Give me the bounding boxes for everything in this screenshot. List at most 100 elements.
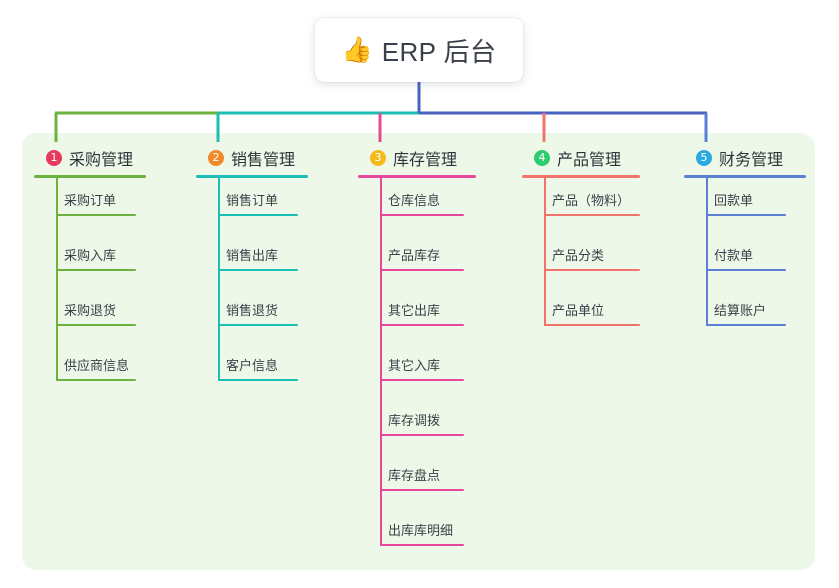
leaf-underline [380, 544, 464, 546]
leaf-spine [544, 178, 546, 233]
leaf-node[interactable]: 销售出库 [196, 233, 346, 288]
leaf-node[interactable]: 销售订单 [196, 178, 346, 233]
leaf-label: 客户信息 [226, 358, 279, 373]
leaf-spine [380, 178, 382, 233]
branch-badge-3: 3 [370, 150, 386, 166]
branch-underline-4 [522, 175, 640, 178]
branch-header-2[interactable]: 2 销售管理 [196, 146, 346, 170]
leaf-label: 其它出库 [388, 303, 441, 318]
leaf-node[interactable]: 其它入库 [358, 343, 508, 398]
leaf-node[interactable]: 采购退货 [34, 288, 184, 343]
leaf-label: 产品（物料） [552, 193, 631, 208]
leaf-node[interactable]: 库存盘点 [358, 453, 508, 508]
leaf-node[interactable]: 产品分类 [522, 233, 672, 288]
leaf-spine [706, 178, 708, 233]
branch-title-3: 库存管理 [393, 152, 458, 169]
leaf-underline [56, 269, 136, 271]
leaf-spine [706, 233, 708, 288]
leaf-underline [544, 214, 640, 216]
leaf-underline [380, 214, 464, 216]
leaf-node[interactable]: 采购订单 [34, 178, 184, 233]
leaf-node[interactable]: 产品单位 [522, 288, 672, 343]
leaf-label: 仓库信息 [388, 193, 441, 208]
leaf-spine [380, 343, 382, 398]
leaf-node[interactable]: 其它出库 [358, 288, 508, 343]
branch-header-4[interactable]: 4 产品管理 [522, 146, 672, 170]
leaf-underline [380, 269, 464, 271]
branch-column-4: 4 产品管理产品（物料） 产品分类产品单位 [522, 146, 672, 343]
leaf-underline [56, 324, 136, 326]
leaf-node[interactable]: 产品（物料） [522, 178, 672, 233]
leaf-node[interactable]: 结算账户 [684, 288, 829, 343]
leaf-label: 库存调拨 [388, 413, 441, 428]
leaf-spine [380, 398, 382, 453]
leaf-spine [380, 508, 382, 546]
leaf-node[interactable]: 采购入库 [34, 233, 184, 288]
branch-badge-1: 1 [46, 150, 62, 166]
branch-badge-4: 4 [534, 150, 550, 166]
leaf-spine [56, 343, 58, 381]
leaf-spine [56, 178, 58, 233]
leaf-spine [380, 233, 382, 288]
leaf-label: 产品分类 [552, 248, 605, 263]
branch-title-5: 财务管理 [719, 152, 784, 169]
leaf-underline [56, 214, 136, 216]
leaf-spine [218, 343, 220, 381]
leaf-node[interactable]: 销售退货 [196, 288, 346, 343]
leaf-spine [218, 288, 220, 343]
leaf-underline [56, 379, 136, 381]
branch-title-1: 采购管理 [69, 152, 134, 169]
leaf-label: 产品库存 [388, 248, 441, 263]
leaf-node[interactable]: 出库库明细 [358, 508, 508, 563]
leaf-underline [380, 489, 464, 491]
leaf-node[interactable]: 库存调拨 [358, 398, 508, 453]
leaf-node[interactable]: 供应商信息 [34, 343, 184, 398]
branch-title-4: 产品管理 [557, 152, 622, 169]
leaf-node[interactable]: 产品库存 [358, 233, 508, 288]
leaf-label: 销售出库 [226, 248, 279, 263]
diagram-panel [22, 133, 815, 570]
leaf-label: 销售订单 [226, 193, 279, 208]
leaf-label: 库存盘点 [388, 468, 441, 483]
branch-header-1[interactable]: 1 采购管理 [34, 146, 184, 170]
branch-header-3[interactable]: 3 库存管理 [358, 146, 508, 170]
branch-underline-3 [358, 175, 476, 178]
branch-underline-5 [684, 175, 806, 178]
branch-column-1: 1 采购管理采购订单采购入库采购退货供应商信息 [34, 146, 184, 398]
leaf-spine [706, 288, 708, 326]
leaf-underline [544, 269, 640, 271]
leaf-underline [380, 379, 464, 381]
leaf-label: 采购入库 [64, 248, 117, 263]
leaf-node[interactable]: 客户信息 [196, 343, 346, 398]
leaf-label: 付款单 [714, 248, 754, 263]
leaf-node[interactable]: 仓库信息 [358, 178, 508, 233]
leaf-spine [56, 288, 58, 343]
leaf-spine [56, 233, 58, 288]
leaf-label: 采购订单 [64, 193, 117, 208]
branch-column-3: 3 库存管理仓库信息产品库存其它出库其它入库库存调拨库存盘点出库库明细 [358, 146, 508, 563]
leaf-spine [380, 288, 382, 343]
leaf-label: 回款单 [714, 193, 754, 208]
root-node-erp-backend[interactable]: 👍 ERP 后台 [315, 18, 523, 82]
leaf-spine [380, 453, 382, 508]
leaf-underline [706, 324, 786, 326]
leaf-label: 结算账户 [714, 303, 767, 318]
leaf-label: 采购退货 [64, 303, 117, 318]
leaf-underline [544, 324, 640, 326]
leaf-spine [218, 178, 220, 233]
leaf-spine [544, 288, 546, 326]
branch-underline-2 [196, 175, 308, 178]
leaf-label: 出库库明细 [388, 523, 454, 538]
leaf-label: 产品单位 [552, 303, 605, 318]
branch-underline-1 [34, 175, 146, 178]
branch-badge-2: 2 [208, 150, 224, 166]
leaf-underline [706, 269, 786, 271]
leaf-label: 其它入库 [388, 358, 441, 373]
leaf-node[interactable]: 付款单 [684, 233, 829, 288]
leaf-node[interactable]: 回款单 [684, 178, 829, 233]
leaf-spine [218, 233, 220, 288]
branch-title-2: 销售管理 [231, 152, 296, 169]
